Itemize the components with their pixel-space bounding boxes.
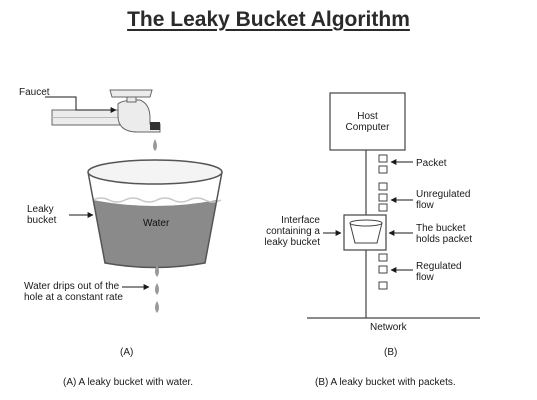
host-computer-box bbox=[329, 92, 406, 151]
bucket-holds-label: The bucket holds packet bbox=[416, 223, 473, 245]
interface-label: Interface containing a leaky bucket bbox=[264, 215, 320, 248]
drips-label: Water drips out of the hole at a constan… bbox=[24, 281, 123, 303]
packet-icon bbox=[378, 203, 388, 212]
water-label: Water bbox=[143, 218, 170, 229]
interface-box bbox=[343, 214, 387, 251]
faucet-label: Faucet bbox=[19, 87, 50, 98]
packet-icon bbox=[378, 154, 388, 163]
packet-icon bbox=[378, 281, 388, 290]
packet-icon bbox=[378, 265, 388, 274]
faucet-arrow bbox=[45, 96, 117, 113]
packet-icon bbox=[378, 165, 388, 174]
unregulated-flow-label: Unregulated flow bbox=[416, 189, 471, 211]
packet-icon bbox=[378, 253, 388, 262]
bucket-icon bbox=[87, 159, 223, 269]
faucet-icon bbox=[51, 89, 161, 133]
network-label: Network bbox=[370, 322, 407, 333]
host-computer-label: Host Computer bbox=[345, 111, 390, 133]
drip-icon bbox=[155, 283, 159, 295]
falling-drop-icon bbox=[153, 139, 157, 151]
panel-b-tag: (B) bbox=[384, 347, 398, 358]
regulated-flow-label: Regulated flow bbox=[416, 261, 462, 283]
packet-label: Packet bbox=[416, 158, 447, 169]
panel-a-tag: (A) bbox=[120, 347, 134, 358]
drip-icon bbox=[155, 301, 159, 313]
drip-icon bbox=[155, 265, 159, 277]
caption-b: (B) A leaky bucket with packets. bbox=[315, 377, 456, 388]
diagram-title: The Leaky Bucket Algorithm bbox=[127, 8, 410, 31]
caption-a: (A) A leaky bucket with water. bbox=[63, 377, 194, 388]
packet-icon bbox=[378, 182, 388, 191]
leaky-bucket-label: Leaky bucket bbox=[27, 204, 57, 226]
packet-icon bbox=[378, 193, 388, 202]
